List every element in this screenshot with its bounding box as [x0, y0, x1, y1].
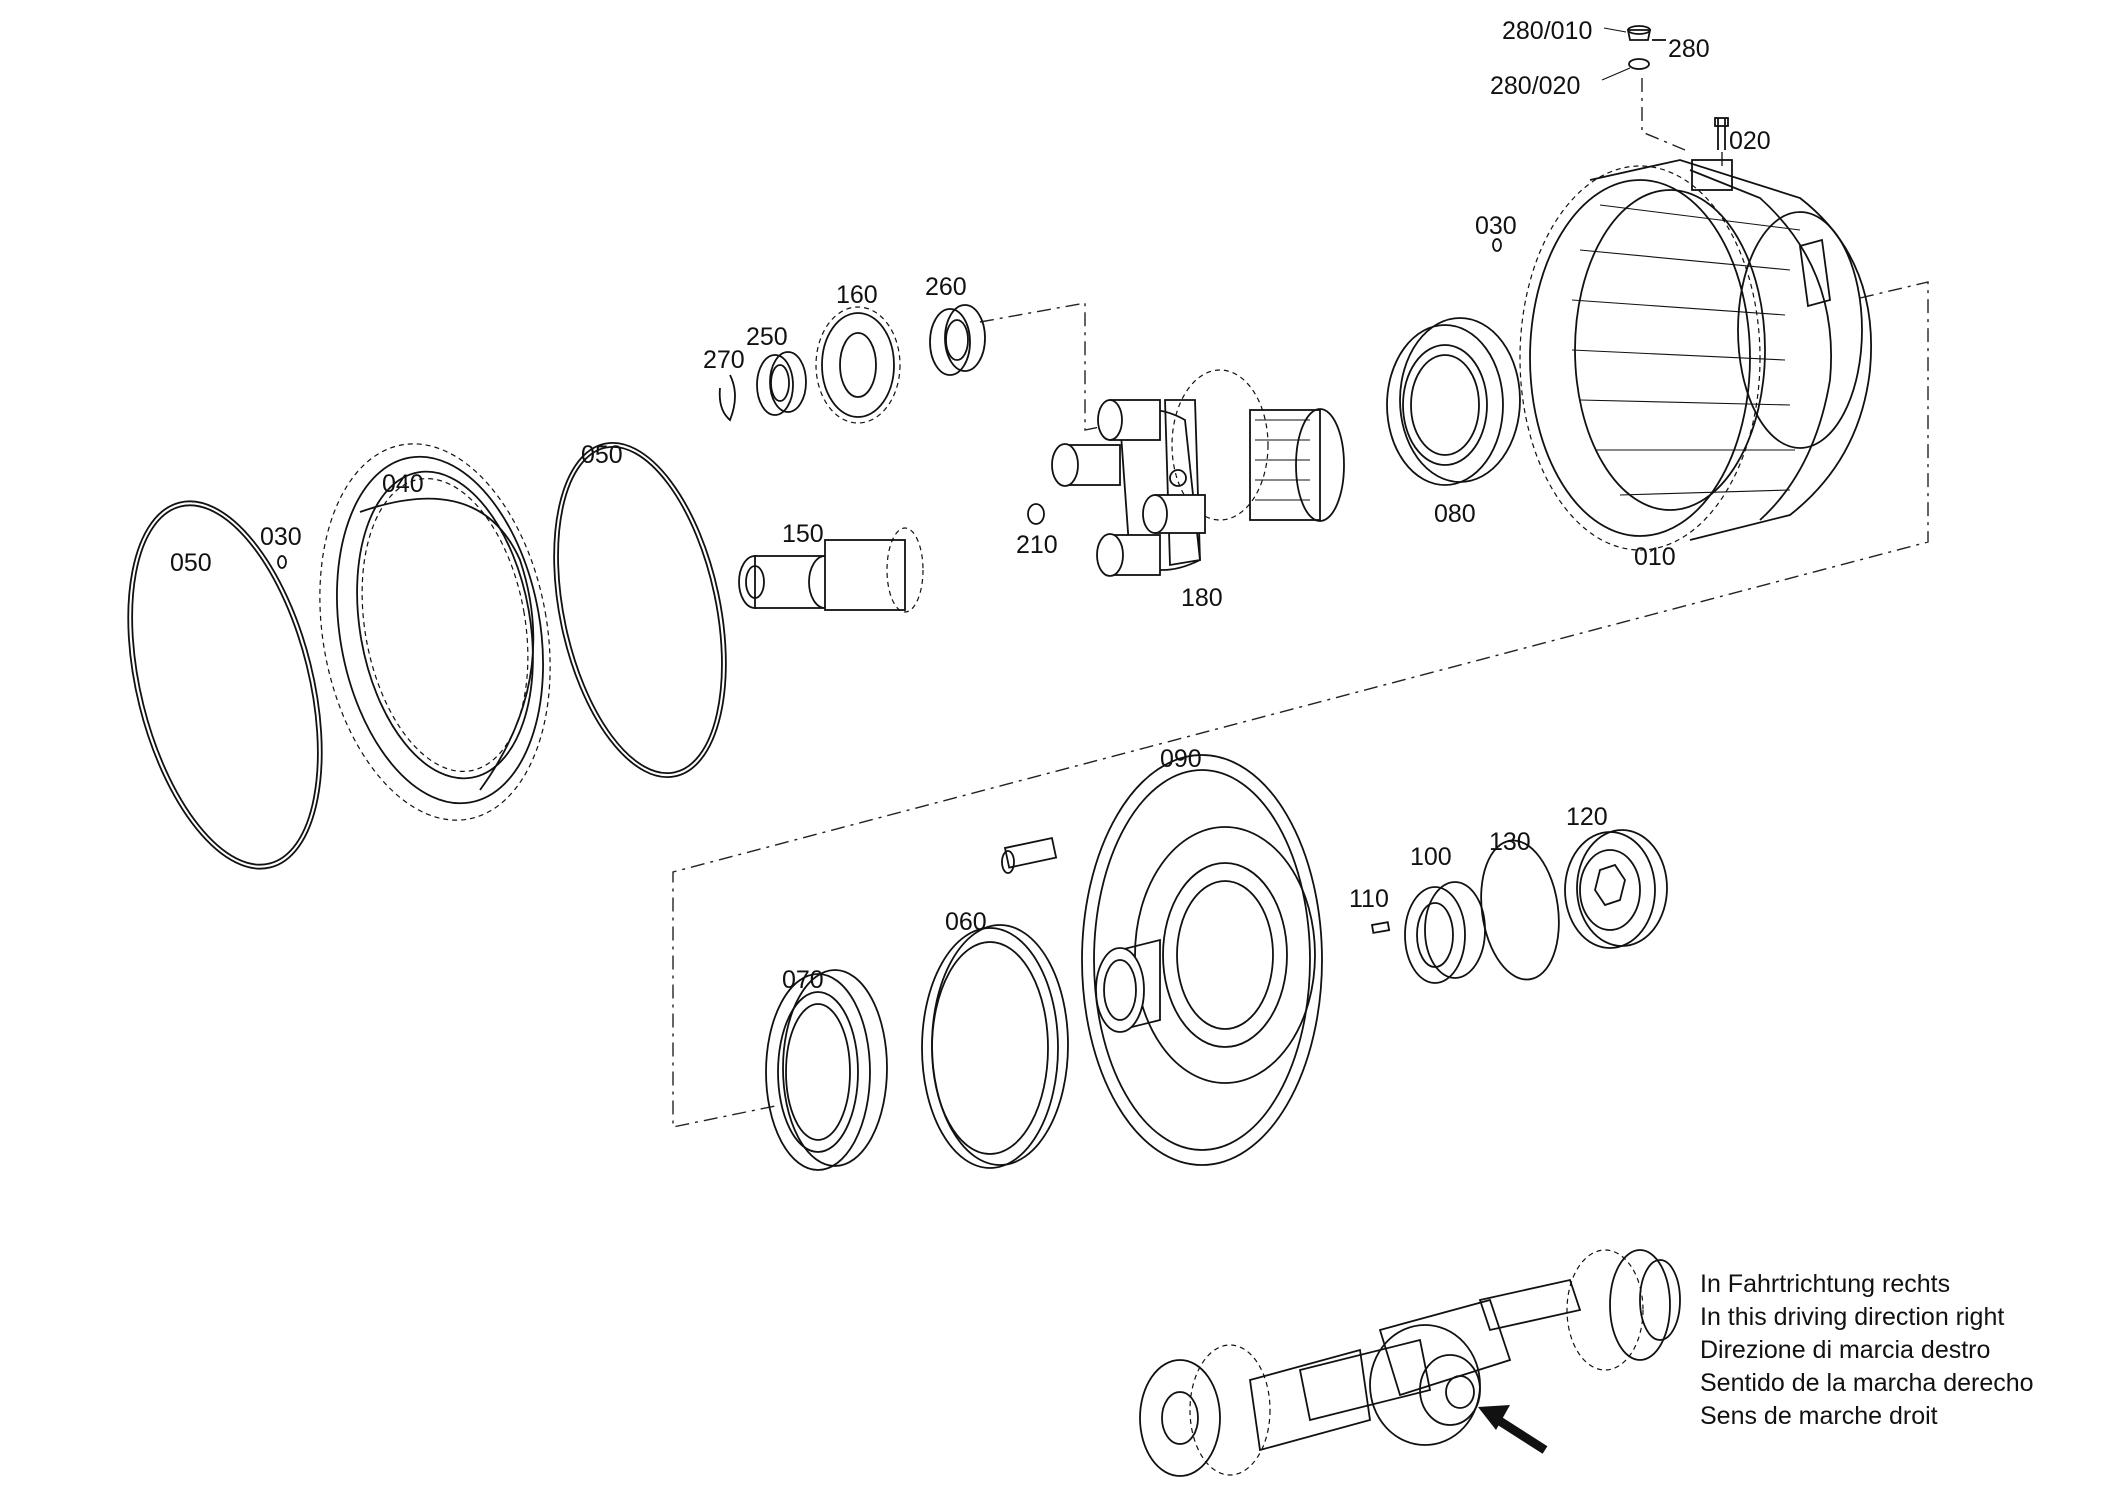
part-280-plug	[1601, 25, 1666, 81]
label-030-left: 030	[260, 523, 302, 551]
part-070-bearing	[765, 969, 888, 1171]
label-090: 090	[1160, 745, 1202, 773]
part-020-screw	[1714, 117, 1729, 150]
label-020: 020	[1729, 127, 1771, 155]
label-180: 180	[1181, 584, 1223, 612]
direction-note-en: In this driving direction right	[1700, 1303, 2005, 1331]
part-030-pin-left	[277, 555, 287, 569]
label-100: 100	[1410, 843, 1452, 871]
part-110-pin	[1370, 921, 1391, 934]
label-280-020: 280/020	[1490, 72, 1580, 100]
label-080: 080	[1434, 500, 1476, 528]
part-130-ring	[1480, 839, 1560, 981]
axle-locator-illustration	[1139, 1249, 1681, 1477]
label-030-top: 030	[1475, 212, 1517, 240]
part-010-housing	[1519, 159, 1872, 551]
part-060-seal	[921, 924, 1069, 1169]
label-280-010: 280/010	[1502, 17, 1592, 45]
part-260-bearing	[929, 304, 986, 376]
label-160: 160	[836, 281, 878, 309]
label-050-mid: 050	[581, 441, 623, 469]
part-050-ring-mid	[553, 441, 727, 779]
direction-note-es: Sentido de la marcha derecho	[1700, 1369, 2034, 1397]
label-050-left: 050	[170, 549, 212, 577]
part-040-ring-gear	[319, 443, 551, 821]
direction-note-fr: Sens de marche droit	[1700, 1402, 1938, 1430]
part-150-shaft	[738, 527, 924, 613]
part-labels: 280/010 280 280/020 020 030 160 260 250 …	[170, 17, 1771, 994]
part-090-hub	[1001, 754, 1323, 1166]
assembly-dash-lines	[672, 78, 1929, 1128]
arrow-icon	[1478, 1405, 1548, 1454]
label-040: 040	[382, 470, 424, 498]
label-110: 110	[1349, 885, 1389, 913]
label-280: 280	[1668, 35, 1710, 63]
part-180-planet-carrier	[1051, 369, 1345, 577]
direction-note: In Fahrtrichtung rechts In this driving …	[1700, 1268, 2120, 1433]
part-270-ring	[718, 374, 736, 422]
label-260: 260	[925, 273, 967, 301]
part-030-pin-top	[1492, 238, 1502, 252]
label-130: 130	[1489, 828, 1531, 856]
part-100-nut	[1404, 881, 1486, 984]
part-050-ring-left	[127, 500, 323, 870]
part-120-cover	[1564, 829, 1668, 949]
label-060: 060	[945, 908, 987, 936]
label-070: 070	[782, 966, 824, 994]
label-150: 150	[782, 520, 824, 548]
direction-note-it: Direzione di marcia destro	[1700, 1336, 1991, 1364]
part-080-bearing	[1386, 317, 1521, 486]
label-270: 270	[703, 346, 745, 374]
label-210: 210	[1016, 531, 1058, 559]
part-250-bearing	[756, 351, 807, 416]
part-210-pin	[1027, 503, 1045, 525]
direction-note-de: In Fahrtrichtung rechts	[1700, 1270, 1951, 1298]
part-160-gear	[815, 306, 901, 424]
label-010: 010	[1634, 543, 1676, 571]
label-250: 250	[746, 323, 788, 351]
label-120: 120	[1566, 803, 1608, 831]
